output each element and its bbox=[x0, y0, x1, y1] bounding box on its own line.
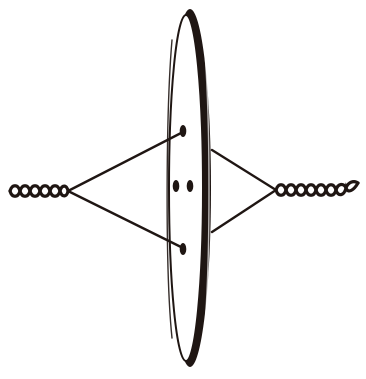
button-hole-top bbox=[180, 125, 187, 137]
left-twisted-string bbox=[10, 186, 68, 197]
button-hole-bottom bbox=[180, 243, 187, 255]
right-lower-string bbox=[212, 190, 276, 232]
button-hole-left bbox=[173, 180, 180, 192]
right-string-loop bbox=[212, 150, 276, 232]
button-hole-right bbox=[187, 180, 194, 192]
right-twisted-string bbox=[276, 182, 358, 196]
right-upper-string bbox=[212, 150, 276, 190]
left-lower-string bbox=[68, 191, 183, 248]
left-string-loop bbox=[68, 132, 183, 248]
left-upper-string bbox=[68, 132, 183, 191]
